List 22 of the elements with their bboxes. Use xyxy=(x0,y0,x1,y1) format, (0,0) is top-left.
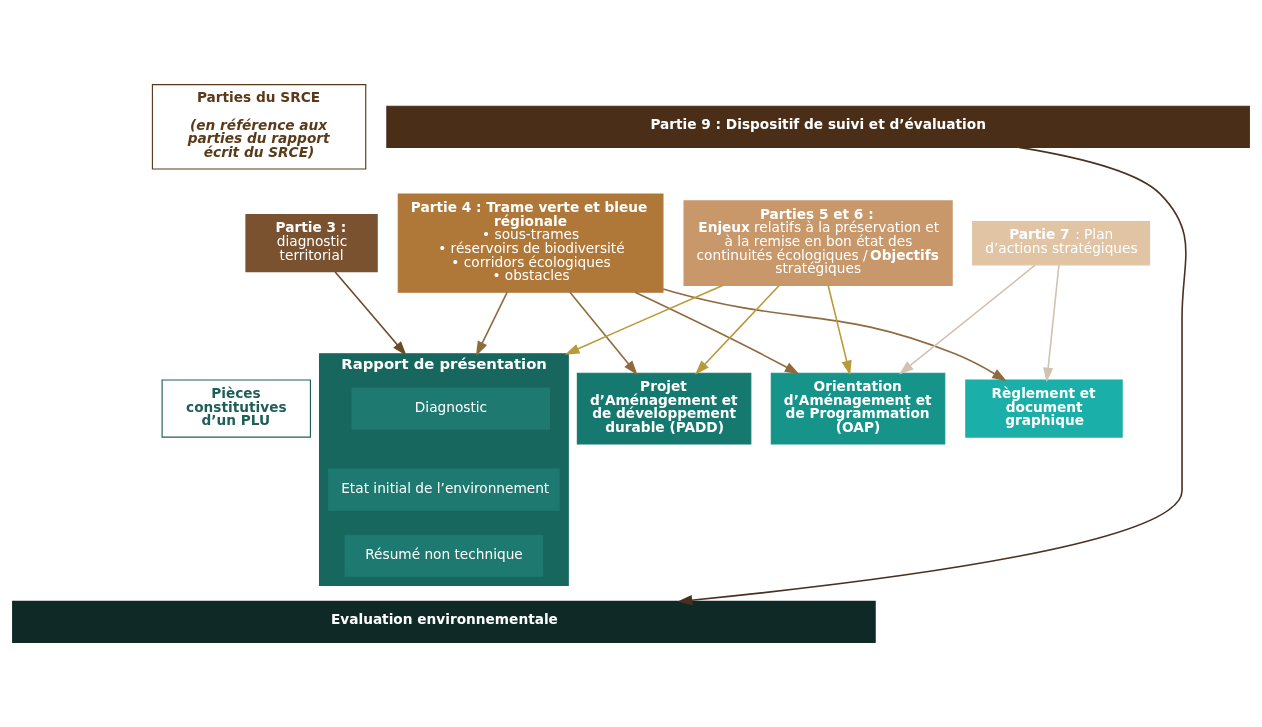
node-box: Parties 5 et 6 : Enjeux relatifs à la préservation et à la remise en bon état des continuités écologiques / Objectifs stratégiques xyxy=(683,200,953,286)
arrow xyxy=(827,284,852,376)
arrow xyxy=(634,291,800,375)
arrow xyxy=(564,284,724,355)
arrow xyxy=(1043,264,1060,383)
node-box: Parties du SRCE (en référence aux parties du rapport écrit du SRCE) xyxy=(151,84,367,170)
node-box: Partie 9 : Dispositif de suivi et d’évaluation xyxy=(386,105,1250,148)
node-box: Orientation d’Aménagement et de Programmation (OAP) xyxy=(770,372,946,445)
arrow xyxy=(475,291,508,356)
node-box: Evaluation environnementale xyxy=(12,600,876,643)
arrow xyxy=(899,264,1037,375)
node-box: Règlement et document graphique xyxy=(965,379,1123,438)
node-box: Partie 3 : diagnostic territorial xyxy=(245,214,378,273)
arrow xyxy=(677,146,1187,606)
arrow xyxy=(695,284,781,375)
arrow xyxy=(334,271,407,356)
arrow xyxy=(569,291,638,376)
node-box: Partie 4 : Trame verte et bleue régionale • sous-trames • réservoirs de biodiversité • corridors écologiques • obstacles xyxy=(397,193,664,293)
node-box: Partie 7 : Plan d’actions stratégiques xyxy=(972,220,1151,266)
node-box: Projet d’Aménagement et de développement durable (PADD) xyxy=(576,372,752,445)
arrow xyxy=(662,288,1007,382)
node-box: Pièces constitutives d’un PLU xyxy=(161,379,311,438)
